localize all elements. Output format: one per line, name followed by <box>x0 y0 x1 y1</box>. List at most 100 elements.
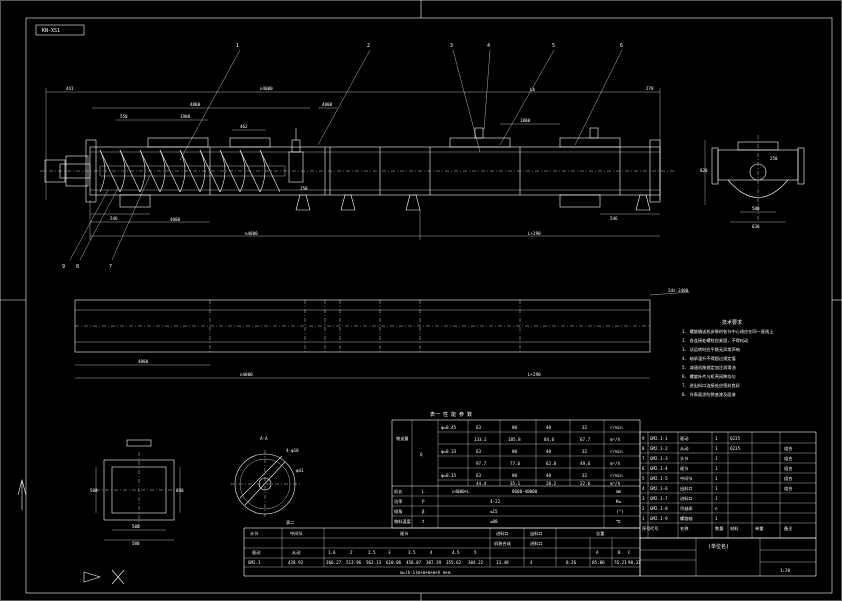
weight-cell: 4 <box>530 560 533 565</box>
perf-extra-sym: β <box>422 509 425 514</box>
parts-cell: 9 <box>642 436 645 441</box>
weight-cell: 76.21 <box>614 560 627 565</box>
parts-cell: 数量 <box>715 525 723 532</box>
dim-inlet-label: Lb <box>530 87 536 92</box>
perf-cell: 63 <box>476 473 482 478</box>
dim-flange-span: 1900 <box>180 114 191 119</box>
perf-cell: 40 <box>546 425 552 430</box>
parts-cell: 8 <box>642 446 645 451</box>
parts-cell: GM2.1-8 <box>650 506 668 511</box>
inner-frame <box>25 17 833 594</box>
weight-row-label: GM2.1 <box>248 560 261 565</box>
weight-cell: 428.93 <box>288 560 304 565</box>
perf-cell: 97.7 <box>476 461 487 466</box>
parts-cell: 组合 <box>784 475 793 482</box>
detail-circle-dim-1: φ41 <box>296 468 304 473</box>
perf-extra-unit: mm <box>616 489 622 494</box>
weight-sub: 4 <box>430 550 433 555</box>
perf-unit: r/min <box>610 473 623 478</box>
perf-extra-unit: Kw <box>616 499 622 504</box>
end-dim-1: 630 <box>752 224 760 229</box>
weight-cell: 513.96 <box>346 560 362 565</box>
weight-sub: 1.6 <box>328 550 336 555</box>
dim-small-right: 546 <box>610 216 618 221</box>
detail-square: 500 500 500 630 <box>90 439 184 546</box>
parts-cell: 组合 <box>784 485 793 492</box>
detail-dim-2: 500 <box>90 488 98 493</box>
parts-cell: 1 <box>715 496 718 501</box>
tech-requirements: 技术要求 1. 螺旋输送机安装时各节中心线应在同一直线上 2. 各连接处螺栓应紧… <box>682 319 773 398</box>
perf-cell: 44.4 <box>476 481 487 486</box>
perf-extra-val: ≤80 <box>490 519 498 524</box>
parts-cell: GM2.1-3 <box>650 456 668 461</box>
parts-cell: 1 <box>715 436 718 441</box>
parts-cell: 1 <box>715 466 718 471</box>
perf-phi: φ=0.45 <box>441 425 457 430</box>
weight-header: 出料口 <box>530 530 543 537</box>
tech-line: 4. 轴承温升不得超过规定值 <box>682 355 736 362</box>
weight-sub: 3 <box>388 550 391 555</box>
perf-unit: r/min <box>610 449 623 454</box>
perf-extra-val: 4-22 <box>490 499 501 504</box>
dim-overall: n4000 <box>260 86 273 91</box>
dim-bottom-total: n4000 <box>245 231 258 236</box>
parts-cell: GM2.1-7 <box>650 496 668 501</box>
parts-cell: 1 <box>715 456 718 461</box>
perf-cell: 32 <box>582 425 588 430</box>
parts-cell: GM2.1-6 <box>650 486 668 491</box>
tech-line: 6. 螺旋叶片与机壳间隙均匀 <box>682 373 736 380</box>
weight-sub: 从动 <box>292 549 300 556</box>
weight-header: 头节 <box>250 530 258 537</box>
weight-sub: 3.5 <box>408 550 416 555</box>
perf-row-sym: Q <box>420 452 423 457</box>
perf-cell: 67.7 <box>580 437 591 442</box>
tech-line: 5. 减速机按规定加注润滑油 <box>682 364 736 371</box>
parts-cell: Q235 <box>730 446 741 451</box>
perf-cell: 32 <box>582 473 588 478</box>
parts-cell: 6 <box>642 466 645 471</box>
dim-bottom-right: L+290 <box>528 231 541 236</box>
parts-cell: 头节 <box>680 455 688 462</box>
perf-cell: 105.8 <box>508 437 521 442</box>
weight-sub: C <box>628 550 631 555</box>
detail-circle-label: A-A <box>260 436 268 441</box>
dim-pitch: 462 <box>240 124 248 129</box>
perf-extra-sym: L <box>422 489 425 494</box>
callout-6: 6 <box>620 43 623 49</box>
weight-footer: m=(h-1)m+m+m+m+X m+m <box>400 570 451 575</box>
parts-cell: 驱动 <box>680 435 688 442</box>
perf-table-title: 表一 性 能 参 数 <box>430 411 472 418</box>
perf-phi: φ=0.15 <box>441 473 457 478</box>
perf-extra-val2: 8600-40000 <box>512 489 538 494</box>
tech-line: 7. 进出料口连接处应密封良好 <box>682 382 740 389</box>
title-block: (单位名) 1:20 <box>639 537 817 577</box>
parts-cell: 3 <box>642 496 645 501</box>
perf-extra-val: n4000+L <box>452 489 470 494</box>
dim-right-end: 270 <box>646 86 654 91</box>
weight-sub: 进料口 <box>530 540 543 547</box>
parts-cell: 4 <box>642 486 645 491</box>
perf-extra-label: 倾角 <box>394 508 402 515</box>
parts-cell: GM2.1-5 <box>650 476 668 481</box>
perf-unit: r/min <box>610 425 623 430</box>
tech-title: 技术要求 <box>722 319 742 326</box>
top-view: 441 n4000 4800 550 1900 462 4800 1800 Lb… <box>40 43 675 270</box>
perf-cell: 40 <box>546 449 552 454</box>
weight-header: 总重 <box>596 530 604 536</box>
parts-cell: 7 <box>642 456 645 461</box>
title-scale: 1:20 <box>780 568 791 573</box>
parts-cell: 1 <box>715 516 718 521</box>
weight-sub: A <box>596 550 599 555</box>
parts-cell: GM2.1-9 <box>650 516 668 521</box>
perf-phi: φ=0.33 <box>441 449 457 454</box>
parts-cell: 1 <box>715 446 718 451</box>
weight-cell: 562.13 <box>366 560 382 565</box>
parts-cell: 尾节 <box>680 466 688 472</box>
parts-cell: 1 <box>715 476 718 481</box>
perf-unit: m³/h <box>610 461 621 466</box>
perf-cell: 22.6 <box>580 481 591 486</box>
weight-cell: 13.48 <box>496 560 509 565</box>
parts-cell: 序号 <box>642 525 650 532</box>
perf-unit: m³/h <box>610 437 621 442</box>
perf-extra-label: 功率 <box>394 498 402 505</box>
